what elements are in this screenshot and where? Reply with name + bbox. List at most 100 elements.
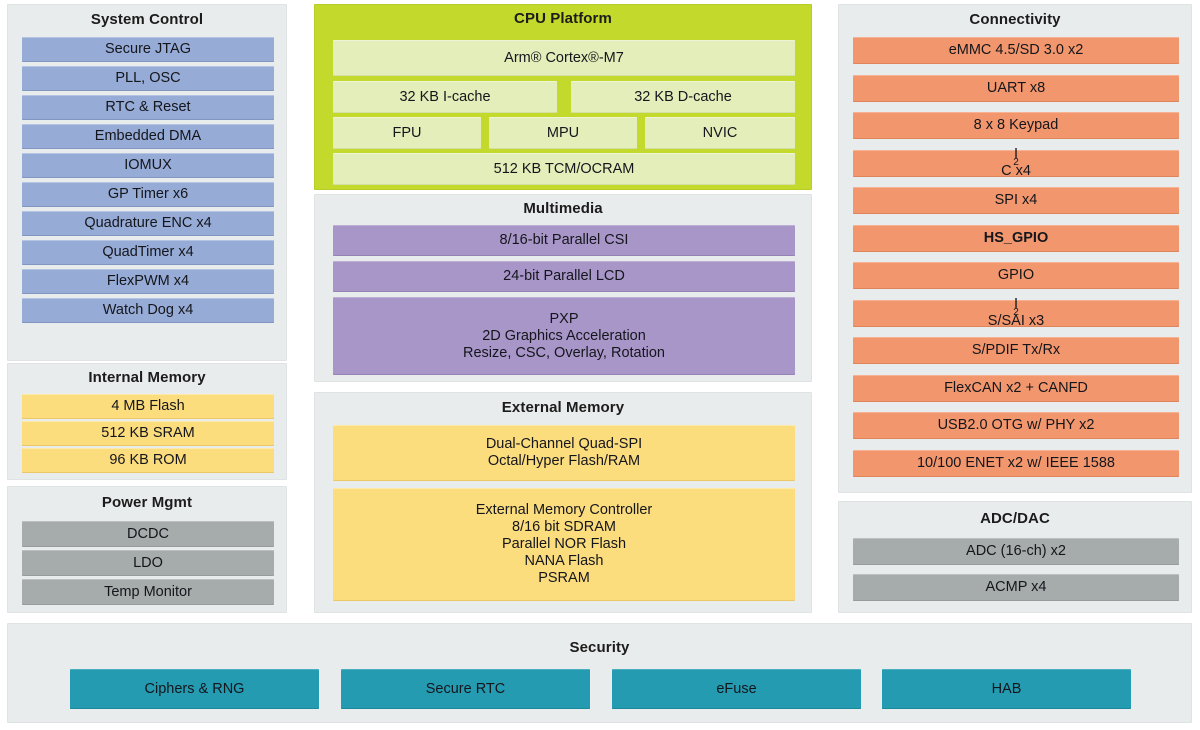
external-memory-item-label: External Memory Controller bbox=[475, 502, 653, 518]
security-list: Ciphers & RNG Secure RTC eFuse HAB bbox=[8, 624, 1191, 722]
security-item[interactable]: Ciphers & RNG bbox=[70, 669, 319, 709]
cpu-icache-block[interactable]: 32 KB I-cache bbox=[333, 81, 557, 113]
panel-title-power-mgmt: Power Mgmt bbox=[101, 494, 193, 511]
system-control-item-label: Embedded DMA bbox=[94, 128, 202, 144]
external-memory-item-label: Dual-Channel Quad-SPI bbox=[485, 436, 643, 452]
connectivity-item-label: FlexCAN x2 + CANFD bbox=[944, 379, 1088, 396]
system-control-item-label: GP Timer x6 bbox=[107, 186, 189, 202]
security-item-label: HAB bbox=[991, 680, 1022, 697]
connectivity-item[interactable]: GPIO bbox=[853, 262, 1179, 289]
connectivity-item[interactable]: USB2.0 OTG w/ PHY x2 bbox=[853, 412, 1179, 439]
internal-memory-item-label: 4 MB Flash bbox=[111, 398, 185, 414]
connectivity-item-label: USB2.0 OTG w/ PHY x2 bbox=[937, 417, 1095, 433]
connectivity-item-label: 10/100 ENET x2 w/ IEEE 1588 bbox=[916, 454, 1115, 471]
connectivity-item[interactable]: HS_GPIO bbox=[853, 224, 1179, 252]
panel-title-cpu-platform: CPU Platform bbox=[514, 10, 612, 27]
system-control-item-label: QuadTimer x4 bbox=[102, 244, 194, 260]
system-control-item-label: Watch Dog x4 bbox=[102, 302, 194, 318]
adc-dac-item-label: ADC (16-ch) x2 bbox=[966, 543, 1066, 559]
cpu-fpu-block[interactable]: FPU bbox=[333, 117, 481, 149]
connectivity-item[interactable]: FlexCAN x2 + CANFD bbox=[853, 374, 1179, 402]
security-item-label: Secure RTC bbox=[425, 680, 506, 697]
internal-memory-item[interactable]: 4 MB Flash bbox=[22, 394, 274, 419]
power-mgmt-item[interactable]: Temp Monitor bbox=[22, 579, 274, 605]
cpu-fpu-label: FPU bbox=[392, 124, 422, 141]
security-item-label: Ciphers & RNG bbox=[144, 680, 245, 697]
cpu-mpu-block[interactable]: MPU bbox=[489, 117, 637, 149]
panel-title-multimedia: Multimedia bbox=[523, 200, 603, 217]
system-control-item[interactable]: QuadTimer x4 bbox=[22, 240, 274, 265]
multimedia-item[interactable]: 8/16-bit Parallel CSI bbox=[333, 225, 795, 256]
system-control-item-label: Quadrature ENC x4 bbox=[84, 215, 212, 231]
panel-connectivity: Connectivity eMMC 4.5/SD 3.0 x2 UART x8 8 … bbox=[838, 4, 1192, 493]
connectivity-item[interactable]: SPI x4 bbox=[853, 187, 1179, 214]
multimedia-item-label: 2D Graphics Acceleration bbox=[482, 327, 646, 344]
connectivity-item[interactable]: 10/100 ENET x2 w/ IEEE 1588 bbox=[853, 449, 1179, 477]
security-item-label: eFuse bbox=[716, 680, 757, 697]
system-control-item[interactable]: RTC & Reset bbox=[22, 95, 274, 120]
system-control-item[interactable]: Embedded DMA bbox=[22, 124, 274, 149]
panel-title-connectivity: Connectivity bbox=[969, 11, 1061, 28]
multimedia-item[interactable]: 24-bit Parallel LCD bbox=[333, 261, 795, 292]
system-control-item[interactable]: Watch Dog x4 bbox=[22, 298, 274, 323]
connectivity-item-label: UART x8 bbox=[986, 79, 1046, 96]
external-memory-item-label: NANA Flash bbox=[524, 553, 604, 569]
panel-system-control: System Control Secure JTAG PLL, OSC RTC & … bbox=[7, 4, 287, 361]
system-control-item-label: IOMUX bbox=[124, 157, 172, 173]
cpu-tcm-block[interactable]: 512 KB TCM/OCRAM bbox=[333, 153, 795, 185]
connectivity-item-label: S/PDIF Tx/Rx bbox=[971, 342, 1061, 358]
system-control-item[interactable]: GP Timer x6 bbox=[22, 182, 274, 207]
connectivity-item-label: SPI x4 bbox=[994, 192, 1038, 208]
panel-title-security: Security bbox=[569, 639, 630, 656]
connectivity-item[interactable]: eMMC 4.5/SD 3.0 x2 bbox=[853, 37, 1179, 64]
cpu-core-block[interactable]: Arm® Cortex®-M7 bbox=[333, 40, 795, 76]
panel-cpu-platform: CPU Platform Arm® Cortex®-M7 32 KB I-cac… bbox=[314, 4, 812, 190]
system-control-item[interactable]: PLL, OSC bbox=[22, 66, 274, 91]
panel-multimedia: Multimedia 8/16-bit Parallel CSI 24-bit P… bbox=[314, 194, 812, 382]
security-item[interactable]: eFuse bbox=[612, 669, 861, 709]
panel-power-mgmt: Power Mgmt DCDC LDO Temp Monitor bbox=[7, 486, 287, 613]
external-memory-item-label: PSRAM bbox=[538, 570, 590, 586]
connectivity-item[interactable]: 8 x 8 Keypad bbox=[853, 112, 1179, 139]
cpu-dcache-label: 32 KB D-cache bbox=[634, 88, 732, 105]
internal-memory-item-label: 512 KB SRAM bbox=[101, 425, 195, 441]
connectivity-item-label: HS_GPIO bbox=[983, 229, 1049, 246]
cpu-nvic-label: NVIC bbox=[702, 124, 738, 141]
connectivity-item[interactable]: S/PDIF Tx/Rx bbox=[853, 337, 1179, 364]
power-mgmt-item-label: LDO bbox=[133, 554, 163, 571]
external-memory-item-label: Parallel NOR Flash bbox=[501, 536, 627, 552]
external-memory-item-label: 8/16 bit SDRAM bbox=[512, 519, 616, 535]
multimedia-item-label: 24-bit Parallel LCD bbox=[503, 268, 625, 284]
security-item[interactable]: HAB bbox=[882, 669, 1131, 709]
cpu-tcm-label: 512 KB TCM/OCRAM bbox=[493, 160, 635, 177]
adc-dac-item[interactable]: ADC (16-ch) x2 bbox=[853, 538, 1179, 565]
cpu-nvic-block[interactable]: NVIC bbox=[645, 117, 795, 149]
internal-memory-item[interactable]: 96 KB ROM bbox=[22, 448, 274, 473]
system-control-item[interactable]: Secure JTAG bbox=[22, 37, 274, 62]
internal-memory-item-label: 96 KB ROM bbox=[109, 452, 187, 468]
adc-dac-item[interactable]: ACMP x4 bbox=[853, 574, 1179, 601]
internal-memory-item[interactable]: 512 KB SRAM bbox=[22, 421, 274, 446]
power-mgmt-item[interactable]: LDO bbox=[22, 550, 274, 576]
multimedia-item-label: Resize, CSC, Overlay, Rotation bbox=[463, 344, 665, 361]
cpu-dcache-block[interactable]: 32 KB D-cache bbox=[571, 81, 795, 113]
system-control-item[interactable]: Quadrature ENC x4 bbox=[22, 211, 274, 236]
system-control-item[interactable]: IOMUX bbox=[22, 153, 274, 178]
security-item[interactable]: Secure RTC bbox=[341, 669, 590, 709]
panel-title-system-control: System Control bbox=[90, 11, 204, 28]
power-mgmt-item-label: DCDC bbox=[127, 525, 169, 542]
connectivity-item[interactable]: UART x8 bbox=[853, 74, 1179, 102]
system-control-item[interactable]: FlexPWM x4 bbox=[22, 269, 274, 294]
power-mgmt-item[interactable]: DCDC bbox=[22, 521, 274, 547]
